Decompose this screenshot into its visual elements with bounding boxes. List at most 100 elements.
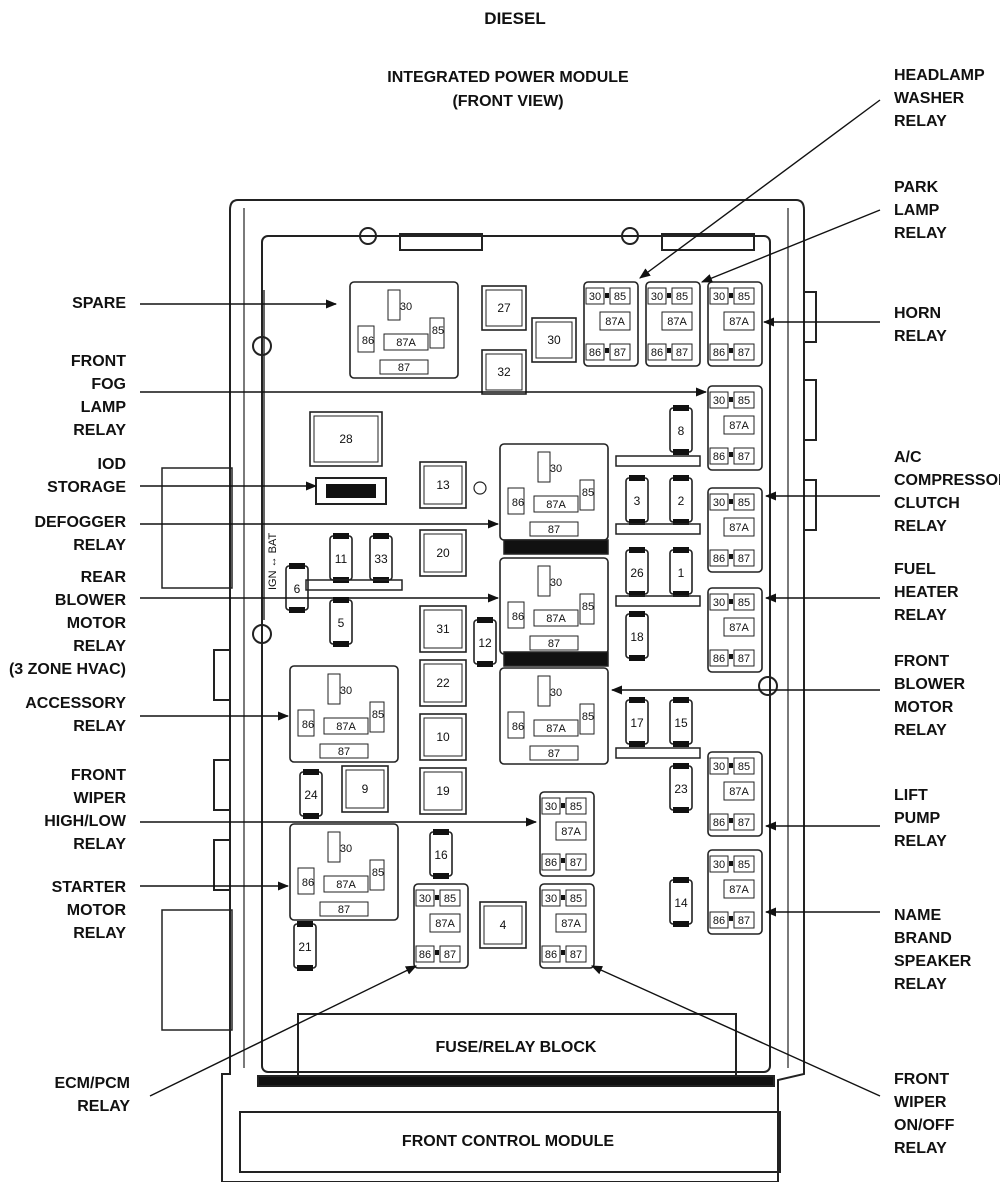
relay-pin-85: 85 xyxy=(738,761,750,773)
callout-label: LIFT xyxy=(894,787,928,804)
callout-headlamp-washer-relay: HEADLAMP WASHER RELAY xyxy=(639,67,985,279)
relay-pin-87: 87 xyxy=(548,638,560,650)
relay-pin-87a: 87A xyxy=(667,316,687,328)
relay-pin-87: 87 xyxy=(738,915,750,927)
relay-pin-30: 30 xyxy=(550,463,562,475)
callout-label: BRAND xyxy=(894,930,952,947)
relay-pin-87: 87 xyxy=(570,857,582,869)
fuse-number-1: 1 xyxy=(678,566,685,580)
relay-pin-87a: 87A xyxy=(561,918,581,930)
relay-pin-30: 30 xyxy=(550,577,562,589)
fuse-number-8: 8 xyxy=(678,424,685,438)
mini-fuse-5: 5 xyxy=(329,597,353,647)
relay-pin-30: 30 xyxy=(713,497,725,509)
relay-pin-86: 86 xyxy=(512,497,524,509)
callout-label: FOG xyxy=(91,376,126,393)
relay-pin-85: 85 xyxy=(582,601,594,613)
leader-line xyxy=(639,99,881,279)
relay-pin-87a: 87A xyxy=(546,613,566,625)
relay-pin-87a: 87A xyxy=(729,420,749,432)
callout-label: FRONT xyxy=(71,353,126,370)
mini-fuse-6: 6 xyxy=(285,563,309,613)
fuse-number-24: 24 xyxy=(304,788,318,802)
fuse-number-15: 15 xyxy=(674,716,688,730)
callout-label: HEADLAMP xyxy=(894,67,985,84)
callout-label: RELAY xyxy=(73,718,126,735)
callout-label: COMPRESSOR xyxy=(894,472,1000,489)
relay-pin-87a: 87A xyxy=(336,721,356,733)
callout-label: WASHER xyxy=(894,90,965,107)
callout-label: RELAY xyxy=(894,113,947,130)
relay-pin-87: 87 xyxy=(738,347,750,359)
callout-label: ACCESSORY xyxy=(25,695,126,712)
callout-label: HORN xyxy=(894,305,941,322)
callout-label: FRONT xyxy=(894,653,949,670)
square-fuse-31: 31 xyxy=(419,605,467,653)
relay-pin-30: 30 xyxy=(589,291,601,303)
relay-pin-87: 87 xyxy=(676,347,688,359)
mini-fuse-33: 33 xyxy=(369,533,393,583)
callout-label: A/C xyxy=(894,449,922,466)
callout-label: BLOWER xyxy=(55,592,127,609)
mini-fuse-23: 23 xyxy=(669,763,693,813)
mini-fuse-16: 16 xyxy=(429,829,453,879)
relay-pin-87: 87 xyxy=(738,817,750,829)
square-fuse-13: 13 xyxy=(419,461,467,509)
fuse-number-10: 10 xyxy=(436,730,450,744)
front-control-module-label: FRONT CONTROL MODULE xyxy=(402,1133,614,1150)
relay-pin-87a: 87A xyxy=(546,723,566,735)
square-fuse-10: 10 xyxy=(419,713,467,761)
callout-label: (3 ZONE HVAC) xyxy=(9,661,126,678)
callout-label: BLOWER xyxy=(894,676,966,693)
callout-label: RELAY xyxy=(894,833,947,850)
callout-label: REAR xyxy=(81,569,127,586)
fuse-number-22: 22 xyxy=(436,676,450,690)
callout-label: RELAY xyxy=(77,1098,130,1115)
relay-pin-85: 85 xyxy=(738,291,750,303)
square-fuse-27: 27 xyxy=(481,285,527,331)
page-title: DIESEL xyxy=(484,9,545,28)
relay-pin-87: 87 xyxy=(738,451,750,463)
relay-pin-85: 85 xyxy=(582,711,594,723)
relay-pin-30: 30 xyxy=(545,801,557,813)
relay-pin-87: 87 xyxy=(570,949,582,961)
callouts-right: HEADLAMPWASHERRELAYPARKLAMPRELAYHORNRELA… xyxy=(590,67,1000,1157)
callout-label: PARK xyxy=(894,179,939,196)
mini-fuse-12: 12 xyxy=(473,617,497,667)
relay-pin-85: 85 xyxy=(372,709,384,721)
fuse-number-4: 4 xyxy=(500,918,507,932)
callout-label: ON/OFF xyxy=(894,1117,955,1134)
relay-pin-86: 86 xyxy=(512,721,524,733)
iod-storage-slot xyxy=(315,477,387,505)
module-view: (FRONT VIEW) xyxy=(452,93,563,110)
callout-label: MOTOR xyxy=(67,615,127,632)
relay-pin-86: 86 xyxy=(362,335,374,347)
relay-pin-30: 30 xyxy=(713,859,725,871)
relay-pin-87: 87 xyxy=(444,949,456,961)
fuse-number-2: 2 xyxy=(678,494,685,508)
mini-fuse-15: 15 xyxy=(669,697,693,747)
fuse-number-5: 5 xyxy=(338,616,345,630)
relay-pin-30: 30 xyxy=(545,893,557,905)
callout-label: STORAGE xyxy=(47,479,126,496)
relay-pin-86: 86 xyxy=(545,857,557,869)
fuse-number-18: 18 xyxy=(630,630,644,644)
fuse-number-26: 26 xyxy=(630,566,644,580)
callout-label: RELAY xyxy=(73,422,126,439)
relay-pin-87a: 87A xyxy=(729,786,749,798)
callout-label: FRONT xyxy=(71,767,126,784)
callout-label: LAMP xyxy=(81,399,127,416)
mini-fuse-8: 8 xyxy=(669,405,693,455)
callout-label: HIGH/LOW xyxy=(44,813,127,830)
